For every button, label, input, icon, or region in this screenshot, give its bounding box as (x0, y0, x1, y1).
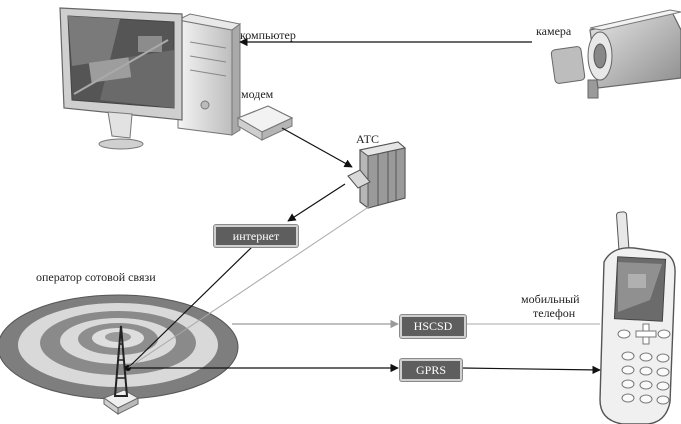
computer-icon (59, 7, 242, 150)
line-ats-to-tower (127, 205, 371, 369)
mobile-phone-icon (599, 211, 676, 424)
modem-icon (236, 105, 294, 141)
camera-icon (550, 9, 681, 99)
modem-label: модем (241, 87, 274, 101)
ats-label: АТС (356, 132, 379, 146)
operator-coverage-rings (0, 294, 239, 400)
arrow-gprs-to-phone (461, 365, 601, 375)
internet-box: интернет (214, 225, 298, 247)
arrow-modem-to-ats (281, 127, 353, 168)
mobile-phone-label-line2: телефон (533, 306, 576, 320)
ats-icon (347, 141, 407, 209)
operator-label: оператор сотовой связи (36, 270, 156, 284)
computer-label: компьютер (240, 28, 296, 42)
mobile-phone-label-line1: мобильный (521, 292, 580, 306)
arrow-ats-to-internet (287, 183, 346, 222)
line-internet-to-tower (127, 245, 254, 369)
gprs-box: GPRS (400, 359, 462, 381)
camera-label: камера (536, 24, 572, 38)
hscsd-box: HSCSD (400, 315, 466, 338)
